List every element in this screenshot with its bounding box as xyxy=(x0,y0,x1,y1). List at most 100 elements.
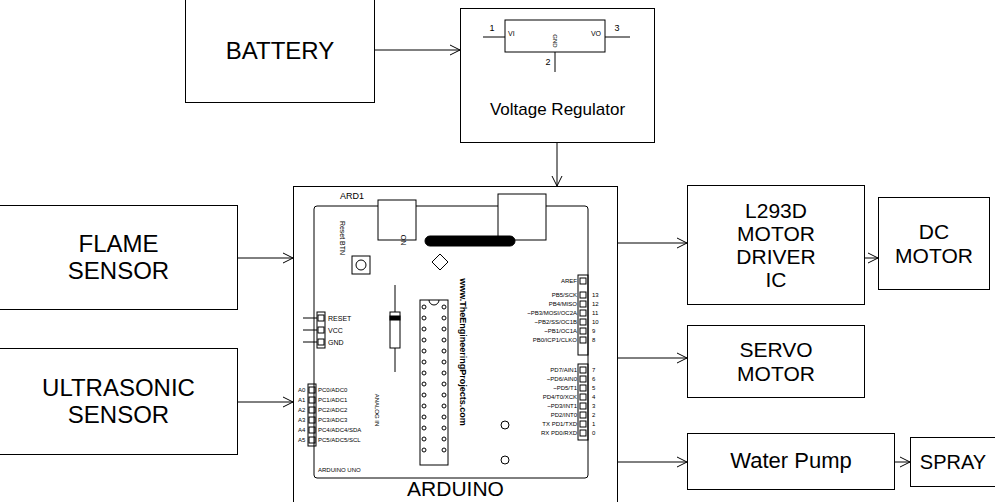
arduino-board-drawing xyxy=(352,256,370,274)
pin-label: A2 xyxy=(298,407,305,413)
arduino-board-drawing xyxy=(578,364,588,440)
header-pin xyxy=(309,387,315,393)
arrow-connector xyxy=(865,253,878,263)
arrow-head xyxy=(450,45,460,55)
block-box: SPRAY xyxy=(910,437,995,487)
pin-label: 0 xyxy=(592,430,595,436)
block-label: Water Pump xyxy=(730,449,851,473)
arduino-board-drawing xyxy=(432,254,448,270)
header-pin xyxy=(580,394,586,400)
arduino-board-drawing xyxy=(317,312,325,348)
regulator-symbol xyxy=(605,37,630,38)
header-pin xyxy=(580,367,586,373)
chip-pin xyxy=(422,415,426,419)
pin-label: 1 xyxy=(592,421,595,427)
pin-label: PC4/ADC4/SDA xyxy=(318,427,361,433)
chip-pin xyxy=(442,415,446,419)
arrow-connector xyxy=(618,457,687,467)
chip-pin xyxy=(442,382,446,386)
header-pin xyxy=(580,385,586,391)
pin-label: PC3/ADC3 xyxy=(318,417,347,423)
header-pin xyxy=(318,339,324,345)
connector-line xyxy=(375,50,460,51)
pin-label: 4 xyxy=(592,394,595,400)
header-pin xyxy=(309,407,315,413)
arduino-board-drawing xyxy=(378,200,416,240)
block-label: L293D MOTOR DRIVER IC xyxy=(729,199,824,291)
pin-label: 10 xyxy=(592,319,599,325)
arduino-board-drawing xyxy=(425,236,515,246)
block-label: FLAME SENSOR xyxy=(34,231,204,284)
pin-label: ~PD6/AIN0 xyxy=(547,376,577,382)
pin-label: A4 xyxy=(298,427,305,433)
chip-pin xyxy=(422,404,426,408)
arrow-connector xyxy=(552,143,562,186)
arduino-board-drawing xyxy=(420,300,448,465)
chip-pin xyxy=(442,349,446,353)
regulator-symbol xyxy=(483,20,630,72)
pin-label: 3 xyxy=(614,24,619,33)
header-pin xyxy=(580,430,586,436)
chip-pin xyxy=(442,338,446,342)
arduino-board-drawing xyxy=(578,275,588,355)
connector-line xyxy=(865,258,878,259)
pin-label: TX PD1/TXD xyxy=(542,421,577,427)
arrow-head xyxy=(283,253,293,263)
chip-pin xyxy=(442,437,446,441)
pin-label: 5 xyxy=(592,385,595,391)
regulator-symbol xyxy=(505,20,605,52)
pin-label: GND xyxy=(552,34,558,47)
pin-label: ~PB3/MOSI/OC2A xyxy=(527,310,577,316)
connector-line xyxy=(557,143,558,186)
block-box: SERVO MOTOR xyxy=(687,325,865,398)
chip-notch xyxy=(429,300,439,305)
chip-pin xyxy=(442,393,446,397)
chip-pin xyxy=(422,371,426,375)
pin-label: ARDUINO UNO xyxy=(318,467,361,473)
pin-label: A1 xyxy=(298,397,305,403)
pin-label: PD7/AIN1 xyxy=(550,367,577,373)
arduino-board-drawing xyxy=(356,260,366,270)
pin-label: A0 xyxy=(298,387,305,393)
pin-label: 13 xyxy=(592,292,599,298)
block-label: DC MOTOR xyxy=(889,220,979,266)
block-box: Water Pump xyxy=(687,433,895,490)
pin-label: www.TheEngineeringProjects.com xyxy=(458,278,467,426)
pin-label: AREF xyxy=(561,278,577,284)
arduino-board-drawing xyxy=(303,194,588,478)
arrow-head xyxy=(677,238,687,248)
header-pin xyxy=(580,292,586,298)
chip-pin xyxy=(422,448,426,452)
pin-label: 8 xyxy=(592,337,595,343)
chip-pin xyxy=(422,349,426,353)
arrow-head xyxy=(552,176,562,186)
header-pin xyxy=(309,437,315,443)
pin-label: VI xyxy=(508,30,515,37)
regulator-symbol xyxy=(483,37,505,38)
connector-line xyxy=(238,258,293,259)
pin-label: PD4/T0/XCK xyxy=(543,394,577,400)
header-pin xyxy=(580,301,586,307)
pin-label: ~PD5/T1 xyxy=(553,385,577,391)
pin-label: PC5/ADC5/SCL xyxy=(318,437,361,443)
chip-pin xyxy=(442,360,446,364)
chip-pin xyxy=(422,327,426,331)
block-label: SERVO MOTOR xyxy=(726,338,826,384)
pin-label: ARD1 xyxy=(340,192,364,201)
arrow-head xyxy=(868,253,878,263)
header-pin xyxy=(580,337,586,343)
connector-line xyxy=(618,462,687,463)
connector-line xyxy=(238,402,293,403)
arduino-board-drawing xyxy=(498,194,546,240)
chip-pin xyxy=(422,382,426,386)
connector-line xyxy=(618,243,687,244)
chip-pin xyxy=(442,316,446,320)
pin-label: ~PB1/OC1A xyxy=(544,328,577,334)
chip-pin xyxy=(442,426,446,430)
header-pin xyxy=(580,421,586,427)
block-label: ULTRASONIC SENSOR xyxy=(34,375,204,428)
pin-label: PC1/ADC1 xyxy=(318,397,347,403)
block-box: ULTRASONIC SENSOR xyxy=(0,348,238,455)
block-box: DC MOTOR xyxy=(878,197,990,290)
